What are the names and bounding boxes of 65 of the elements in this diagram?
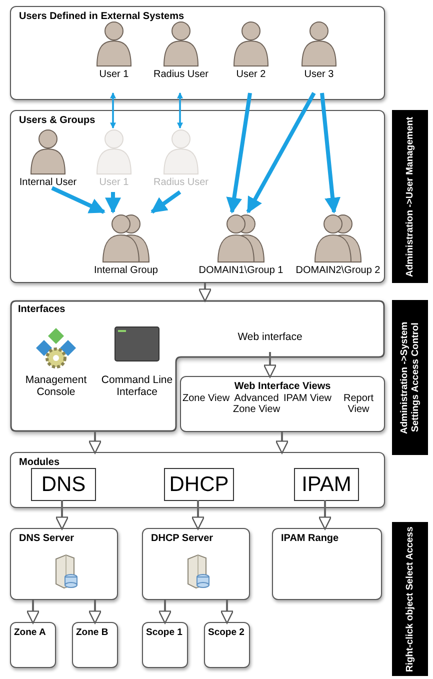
arrow xyxy=(150,190,182,214)
user-name: User 2 xyxy=(236,69,266,80)
side-label: Administration ->System Settings Access Control xyxy=(392,300,428,455)
arrow xyxy=(320,92,341,214)
user-name: Radius User xyxy=(153,69,209,80)
panel-title: DHCP Server xyxy=(151,533,214,544)
arrow xyxy=(191,500,205,530)
interface-name: Management Console xyxy=(24,374,88,398)
arrow xyxy=(177,92,183,129)
object-box xyxy=(10,622,56,668)
panel-title: Users Defined in External Systems xyxy=(19,11,184,22)
user-name: Internal User xyxy=(19,177,77,188)
view-name: IPAM View xyxy=(284,393,332,406)
view-name: Advanced Zone View xyxy=(232,393,281,415)
user-name: User 1 xyxy=(99,69,129,80)
group-panel xyxy=(10,452,385,508)
arrow xyxy=(263,352,277,378)
side-label: Right-click object Select Access xyxy=(392,522,428,676)
group-name: Internal Group xyxy=(94,265,158,276)
group-panel xyxy=(10,110,385,283)
user-name: User 3 xyxy=(304,69,334,80)
arrow xyxy=(220,600,234,624)
arrow xyxy=(318,500,332,530)
arrow xyxy=(275,432,289,454)
panel-title: DNS Server xyxy=(19,533,74,544)
panel-title: Interfaces xyxy=(18,304,66,315)
views-panel xyxy=(180,376,385,432)
arrow xyxy=(246,92,316,214)
user-name: Radius User xyxy=(153,177,209,188)
module-box: DNS xyxy=(31,468,96,501)
arrow xyxy=(55,500,69,530)
side-label: Administration ->User Management xyxy=(392,110,428,283)
view-name: Report View xyxy=(342,393,374,415)
server-box xyxy=(142,528,250,600)
interface-name: Web interface xyxy=(238,332,302,343)
arrow xyxy=(158,600,172,624)
arrow xyxy=(88,600,102,624)
panel-title: Scope 1 xyxy=(146,627,182,638)
arrow xyxy=(198,283,212,302)
arrow xyxy=(88,432,102,454)
panel-title: Web Interface Views xyxy=(234,381,331,392)
interface-name: Command Line Interface xyxy=(100,374,174,398)
panel-title: Scope 2 xyxy=(208,627,244,638)
view-name: Zone View xyxy=(182,393,230,406)
object-box xyxy=(204,622,250,668)
module-box: IPAM xyxy=(294,468,359,501)
server-box xyxy=(10,528,118,600)
group-name: DOMAIN1\Group 1 xyxy=(198,265,284,276)
user-name: User 1 xyxy=(99,177,129,188)
object-box xyxy=(72,622,118,668)
object-box xyxy=(142,622,188,668)
object-box xyxy=(272,528,382,600)
arrow xyxy=(51,186,106,214)
arrow xyxy=(26,600,40,624)
group-panel xyxy=(10,6,385,100)
panel-title: IPAM Range xyxy=(281,533,339,544)
arrow xyxy=(226,92,252,214)
arrow xyxy=(105,192,121,214)
module-box: DHCP xyxy=(164,468,234,501)
panel-title: Users & Groups xyxy=(19,115,96,126)
panel-title: Zone B xyxy=(76,627,108,638)
arrow xyxy=(110,92,116,129)
panel-title: Modules xyxy=(19,457,60,468)
group-name: DOMAIN2\Group 2 xyxy=(296,265,380,276)
panel-title: Zone A xyxy=(14,627,46,638)
